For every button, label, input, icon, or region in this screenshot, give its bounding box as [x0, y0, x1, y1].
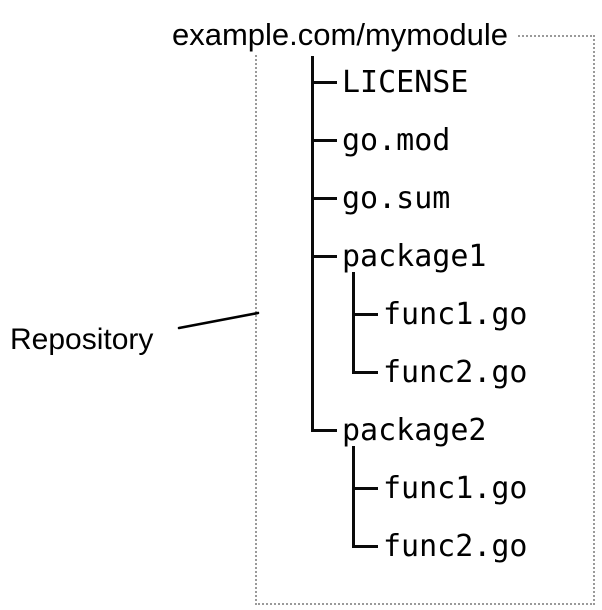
tree-directory-label: package2 — [342, 413, 487, 448]
tree-directory-label: package1 — [342, 239, 487, 274]
tree-connector-horizontal — [312, 81, 337, 84]
file-tree: LICENSE go.mod go.sum package1 func1.go func2… — [311, 56, 601, 602]
tree-connector-vertical — [352, 272, 355, 374]
tree-connector-horizontal — [312, 197, 337, 200]
tree-connector-horizontal — [312, 139, 337, 142]
tree-connector-horizontal — [353, 371, 378, 374]
tree-file-label: go.sum — [342, 181, 451, 216]
tree-connector-horizontal — [353, 545, 378, 548]
module-path-title: example.com/mymodule — [172, 16, 516, 54]
tree-connector-horizontal — [353, 313, 378, 316]
tree-file-label: func2.go — [383, 529, 528, 564]
tree-file-label: func1.go — [383, 471, 528, 506]
tree-file-label: LICENSE — [342, 65, 469, 100]
tree-connector-vertical — [352, 446, 355, 548]
tree-connector-horizontal — [312, 255, 337, 258]
tree-file-label: func2.go — [383, 355, 528, 390]
tree-connector-vertical — [311, 56, 314, 432]
tree-file-label: func1.go — [383, 297, 528, 332]
tree-connector-horizontal — [353, 487, 378, 490]
tree-file-label: go.mod — [342, 123, 451, 158]
tree-connector-horizontal — [312, 429, 337, 432]
annotation-leader-line — [177, 311, 260, 330]
repository-annotation-label: Repository — [10, 323, 154, 356]
